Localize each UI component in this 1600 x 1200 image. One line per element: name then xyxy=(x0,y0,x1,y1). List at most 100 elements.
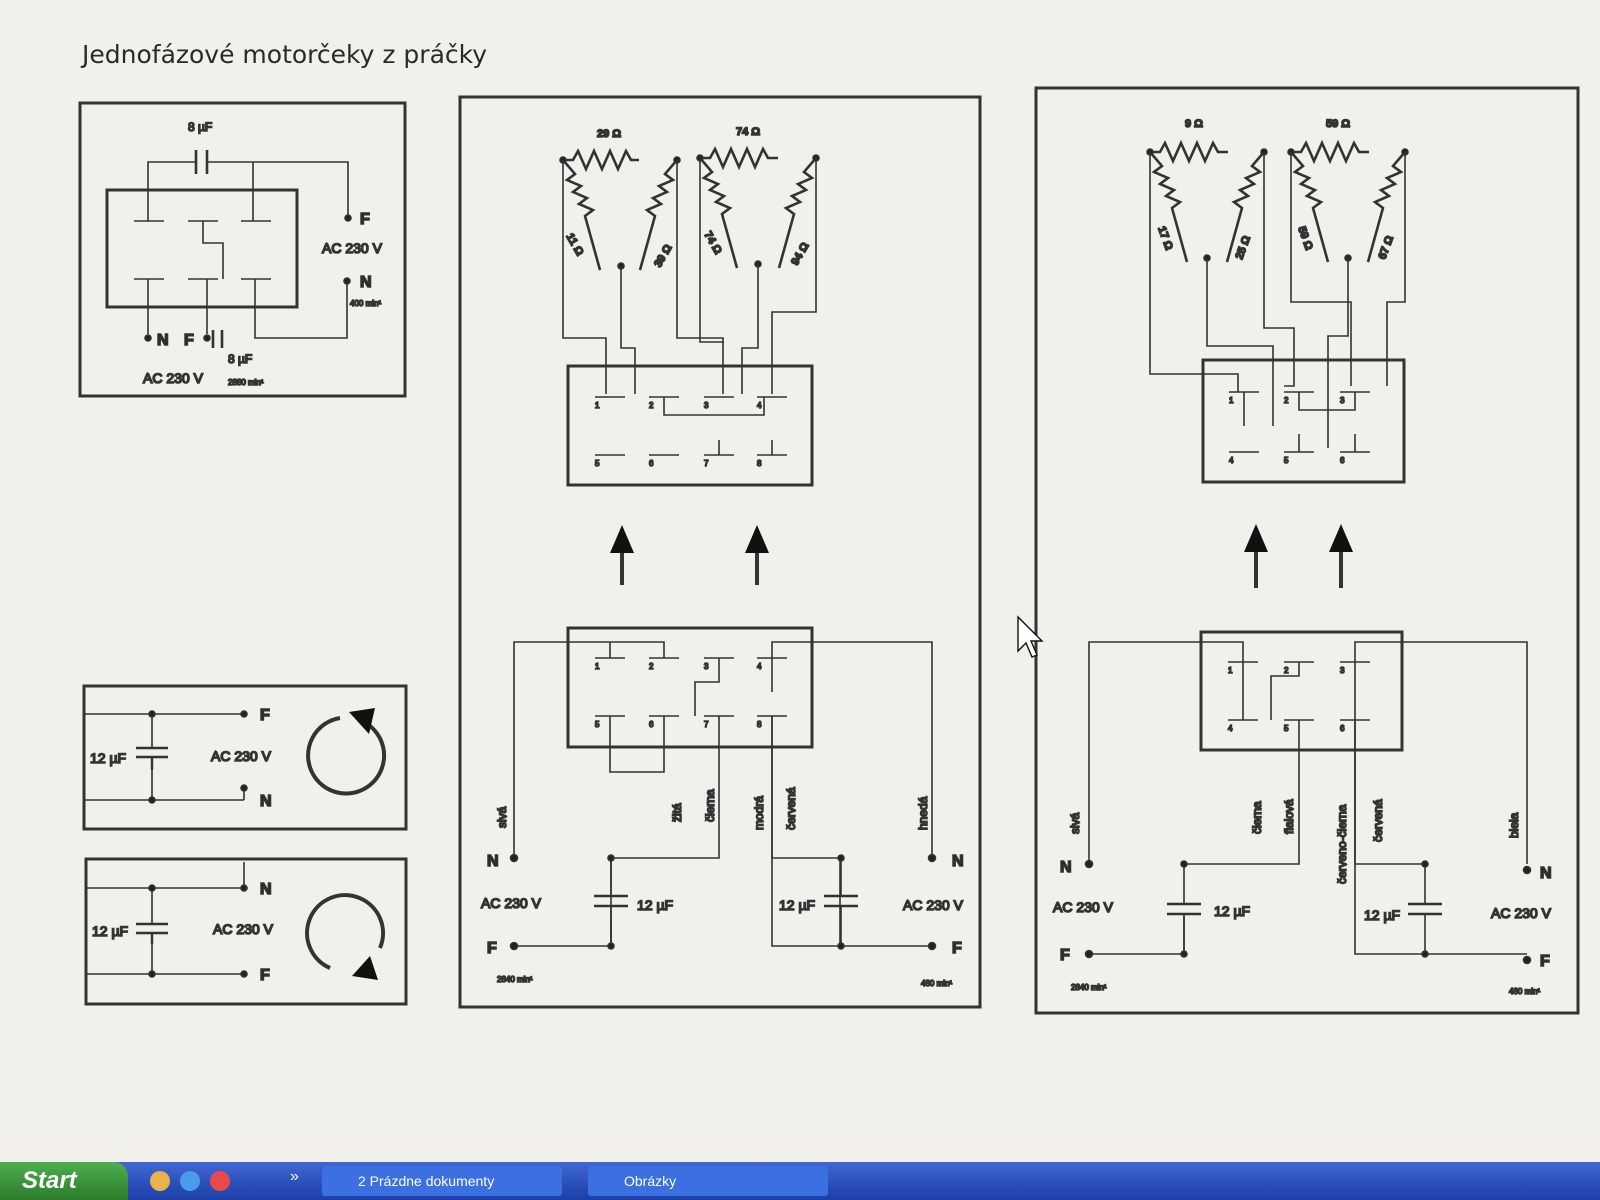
pin-label: 6 xyxy=(649,459,654,468)
delta-resistor-74 xyxy=(696,145,820,269)
rpm-label: 2840 min¹ xyxy=(1071,983,1107,992)
ac-label: AC 230 V xyxy=(481,895,542,911)
pin-label: 4 xyxy=(1228,724,1233,733)
panel-clockwise xyxy=(82,684,408,831)
ac-label: AC 230 V xyxy=(322,240,383,256)
ac-label: AC 230 V xyxy=(903,897,964,913)
wire-color-label: hnedá xyxy=(916,796,930,830)
pin-label: 8 xyxy=(757,459,762,468)
taskbar-button[interactable]: Obrázky xyxy=(588,1166,828,1196)
cap-8uf-bottom-label: 8 µF xyxy=(228,352,252,366)
pin-label: 1 xyxy=(1229,396,1234,405)
wire-color-label: biela xyxy=(1507,812,1521,838)
terminal-f-label: F xyxy=(260,707,270,724)
cap-12uf-label: 12 µF xyxy=(1214,903,1250,919)
wire-color-label: modrá xyxy=(752,796,766,830)
rpm-label: 2880 min¹ xyxy=(228,378,264,387)
pin-label: 5 xyxy=(1284,456,1289,465)
pin-label: 3 xyxy=(704,401,709,410)
arrow-up-icon xyxy=(1244,524,1268,588)
terminal-n-label: N xyxy=(1540,865,1552,882)
pin-label: 2 xyxy=(1284,666,1289,675)
terminal-n-label: N xyxy=(260,793,272,810)
cap-12uf-label: 12 µF xyxy=(90,750,126,766)
rotation-cw-icon xyxy=(306,708,387,796)
pin-label: 4 xyxy=(757,401,762,410)
panel-small-motor xyxy=(78,101,407,398)
terminal-n-label: N xyxy=(260,881,272,898)
pin-label: 6 xyxy=(649,720,654,729)
pin-label: 1 xyxy=(595,401,600,410)
pin-label: 6 xyxy=(1340,724,1345,733)
terminal-n-label: N xyxy=(360,274,372,291)
quick-launch-icon[interactable] xyxy=(150,1171,170,1191)
chevron-icon[interactable]: » xyxy=(290,1168,299,1185)
browser-icon[interactable] xyxy=(180,1171,200,1191)
pin-label: 4 xyxy=(1229,456,1234,465)
terminal-f-label: F xyxy=(184,332,194,349)
resistor-label: 74 Ω xyxy=(701,230,724,257)
rpm-label: 2840 min¹ xyxy=(497,975,533,984)
pin-label: 3 xyxy=(1340,396,1345,405)
pin-label: 2 xyxy=(649,401,654,410)
media-icon[interactable] xyxy=(210,1171,230,1191)
cap-12uf-label: 12 µF xyxy=(1364,907,1400,923)
rpm-label: 480 min¹ xyxy=(1509,987,1540,996)
start-button[interactable]: Start xyxy=(0,1162,128,1200)
resistor-label: 59 Ω xyxy=(1295,225,1315,252)
ac-label: AC 230 V xyxy=(1053,899,1114,915)
rotation-ccw-icon xyxy=(305,893,386,980)
wire-color-label: červená xyxy=(784,787,798,830)
resistor-label: 59 Ω xyxy=(1326,118,1350,130)
cap-12uf-label: 12 µF xyxy=(637,897,673,913)
cap-12uf-label: 12 µF xyxy=(779,897,815,913)
terminal-f-label: F xyxy=(952,940,962,957)
resistor-label: 74 Ω xyxy=(736,126,760,138)
wire-color-label: čierna xyxy=(703,789,717,822)
resistor-label: 67 Ω xyxy=(1377,234,1397,261)
pin-label: 5 xyxy=(595,720,600,729)
panel-two-speed-6pin xyxy=(1034,86,1580,1015)
ac-label: AC 230 V xyxy=(143,370,204,386)
wire-color-label: čierna xyxy=(1250,801,1264,834)
terminal-f-label: F xyxy=(1060,947,1070,964)
pin-label: 3 xyxy=(1340,666,1345,675)
pin-label: 3 xyxy=(704,662,709,671)
pin-numbers: 1 2 3 4 5 6 7 8 1 2 3 4 5 6 7 8 xyxy=(594,400,763,730)
taskbar: Start » 2 Prázdne dokumenty Obrázky xyxy=(0,1162,1600,1200)
cap-8uf-top-label: 8 µF xyxy=(188,120,212,134)
terminal-f-label: F xyxy=(1540,953,1550,970)
pin-label: 8 xyxy=(757,720,762,729)
wire-color-label: žltá xyxy=(670,803,684,822)
terminal-f-label: F xyxy=(360,211,370,228)
ac-label: AC 230 V xyxy=(211,748,272,764)
pin-numbers: 1 2 3 4 5 6 1 2 3 4 5 6 xyxy=(1227,395,1346,734)
pin-label: 2 xyxy=(1284,396,1289,405)
terminal-f-label: F xyxy=(487,940,497,957)
arrow-up-icon xyxy=(745,525,769,585)
pin-label: 4 xyxy=(757,662,762,671)
mouse-cursor-icon xyxy=(1017,615,1044,658)
terminal-f-label: F xyxy=(260,967,270,984)
rpm-label: 480 min¹ xyxy=(921,979,952,988)
arrow-up-icon xyxy=(610,525,634,585)
terminal-n-label: N xyxy=(157,332,169,349)
page-title: Jednofázové motorčeky z práčky xyxy=(82,40,488,69)
resistor-label: 94 Ω xyxy=(789,240,812,267)
resistor-label: 17 Ω xyxy=(1155,225,1175,252)
rpm-label: 400 min¹ xyxy=(350,299,381,308)
wire-color-label: sivá xyxy=(1068,812,1082,834)
wire-color-label: červená xyxy=(1371,799,1385,842)
pin-label: 1 xyxy=(595,662,600,671)
resistor-label: 9 Ω xyxy=(1185,118,1203,130)
pin-label: 1 xyxy=(1228,666,1233,675)
pin-label: 7 xyxy=(704,720,709,729)
wiring-diagram: 8 µF F AC 230 V N 400 min¹ N F 8 µF AC 2… xyxy=(78,86,1580,1015)
resistor-label: 39 Ω xyxy=(652,242,675,269)
arrow-up-icon xyxy=(1329,524,1353,588)
terminal-n-label: N xyxy=(952,853,964,870)
taskbar-button[interactable]: 2 Prázdne dokumenty xyxy=(322,1166,562,1196)
ac-label: AC 230 V xyxy=(1491,905,1552,921)
pin-label: 6 xyxy=(1340,456,1345,465)
panel-two-speed-8pin xyxy=(458,95,982,1009)
